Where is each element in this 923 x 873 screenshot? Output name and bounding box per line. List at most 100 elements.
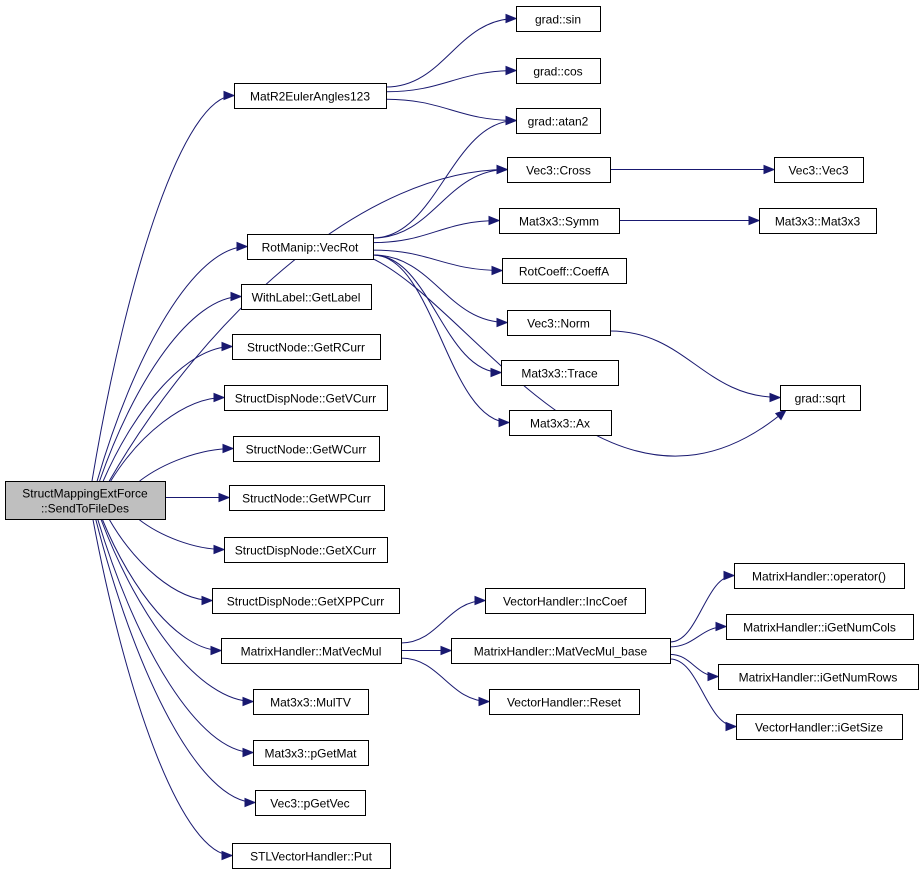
node-box [224,385,388,411]
node-getxcurr[interactable]: StructDispNode::GetXCurr [224,537,388,563]
node-getwcurr[interactable]: StructNode::GetWCurr [233,436,380,462]
edge-root-to-stlput [92,518,233,856]
node-box [507,157,611,183]
edge-mat2euler-to-gatan2 [385,98,517,121]
arrowhead-root-to-getwpcurr [218,492,231,503]
arrowhead-root-to-matvecmul [210,645,223,656]
node-box [253,689,369,715]
node-rotmanip[interactable]: RotManip::VecRot [247,234,374,260]
node-label: MatrixHandler::iGetNumRows [739,671,898,685]
node-box [516,6,601,32]
arrowhead-root-to-stlput [221,850,234,861]
arrowhead-matvecmul-to-matvecmulbase [440,645,453,656]
arrowhead-root-to-mat2euler [223,90,236,101]
node-vnorm[interactable]: Vec3::Norm [507,310,611,336]
edge-rotmanip-to-mtrace [372,254,502,373]
node-gatan2[interactable]: grad::atan2 [516,108,601,134]
node-label: WithLabel::GetLabel [252,291,361,305]
arrowhead-root-to-multv [242,696,255,707]
node-mtrace[interactable]: Mat3x3::Trace [501,360,619,386]
arrowhead-rotmanip-to-vnorm [496,317,509,328]
node-label: MatrixHandler::iGetNumCols [743,621,896,635]
edge-rotmanip-to-vcross [372,169,508,239]
node-gsin[interactable]: grad::sin [516,6,601,32]
node-msymm[interactable]: Mat3x3::Symm [499,208,620,234]
node-getrcurr[interactable]: StructNode::GetRCurr [232,334,381,360]
node-vcross[interactable]: Vec3::Cross [507,157,611,183]
node-pgetmat[interactable]: Mat3x3::pGetMat [253,740,369,766]
node-label: ::SendToFileDes [41,502,129,516]
edge-mat2euler-to-gcos [385,70,517,93]
edge-rotmanip-to-rotcoeff [372,249,503,271]
edge-matvecmulbase-to-mhoperator [669,575,735,643]
node-getvcurr[interactable]: StructDispNode::GetVCurr [224,385,388,411]
node-root[interactable]: StructMappingExtForce::SendToFileDes [5,481,166,520]
arrowhead-root-to-getwcurr [222,443,235,454]
node-vvec3[interactable]: Vec3::Vec3 [774,157,864,183]
arrowhead-mat2euler-to-gcos [505,65,518,76]
arrowhead-root-to-getvcurr [213,392,226,403]
node-box [253,740,369,766]
node-label: StructDispNode::GetXPPCurr [227,595,384,609]
arrowhead-msymm-to-mmat3x3 [748,215,761,226]
arrowhead-vnorm-to-gsqrt [769,392,782,403]
node-box [229,485,385,511]
arrowhead-matvecmulbase-to-getnumcols [715,621,728,632]
node-box [516,58,601,84]
node-box [507,310,611,336]
node-stlput[interactable]: STLVectorHandler::Put [232,843,391,869]
node-withlabel[interactable]: WithLabel::GetLabel [241,284,372,310]
edge-vnorm-to-gsqrt [609,330,781,398]
node-box [234,83,387,109]
node-box [241,284,372,310]
node-label: StructNode::GetWCurr [246,443,367,457]
edge-mat2euler-to-gsin [385,18,517,88]
node-box [485,588,646,614]
node-label: VectorHandler::iGetSize [755,721,883,735]
node-getwpcurr[interactable]: StructNode::GetWPCurr [229,485,385,511]
node-getnumcols[interactable]: MatrixHandler::iGetNumCols [726,614,914,640]
arrowhead-matvecmul-to-vhreset [478,696,491,707]
node-box [221,638,402,664]
node-getnumrows[interactable]: MatrixHandler::iGetNumRows [718,664,919,690]
node-label: Vec3::Norm [527,317,590,331]
node-label: Vec3::Vec3 [788,164,848,178]
node-inccoef[interactable]: VectorHandler::IncCoef [485,588,646,614]
node-getsize[interactable]: VectorHandler::iGetSize [736,714,903,740]
node-gcos[interactable]: grad::cos [516,58,601,84]
node-label: Mat3x3::Symm [519,215,599,229]
arrowhead-rotmanip-to-max [498,417,511,428]
node-label: Mat3x3::MulTV [270,696,351,710]
node-box [736,714,903,740]
node-rotcoeff[interactable]: RotCoeff::CoeffA [502,258,627,284]
node-label: MatrixHandler::MatVecMul_base [474,645,648,659]
node-matvecmulbase[interactable]: MatrixHandler::MatVecMul_base [451,638,671,664]
edge-root-to-mat2euler [91,95,235,482]
arrowhead-root-to-pgetmat [242,747,255,758]
arrowhead-rotmanip-to-gsqrt [774,409,788,421]
arrowhead-rotmanip-to-vcross [496,164,509,175]
node-box [774,157,864,183]
node-mmat3x3[interactable]: Mat3x3::Mat3x3 [759,208,877,234]
node-label: Vec3::pGetVec [270,797,349,811]
arrowhead-matvecmul-to-inccoef [474,595,487,606]
node-label: StructDispNode::GetVCurr [235,392,376,406]
node-matvecmul[interactable]: MatrixHandler::MatVecMul [221,638,402,664]
node-multv[interactable]: Mat3x3::MulTV [253,689,369,715]
node-mhoperator[interactable]: MatrixHandler::operator() [734,563,905,589]
node-label: grad::cos [533,65,582,79]
edge-root-to-vcross [108,169,508,482]
node-pgetvec[interactable]: Vec3::pGetVec [255,790,366,816]
node-label: RotCoeff::CoeffA [519,265,609,279]
arrowhead-root-to-getxcurr [213,544,226,555]
node-max[interactable]: Mat3x3::Ax [509,410,612,436]
node-box [499,208,620,234]
node-vhreset[interactable]: VectorHandler::Reset [489,689,640,715]
edge-root-to-multv [100,518,254,702]
edge-root-to-pgetvec [95,518,256,803]
node-gsqrt[interactable]: grad::sqrt [780,385,861,411]
node-getxppcurr[interactable]: StructDispNode::GetXPPCurr [212,588,400,614]
node-mat2euler[interactable]: MatR2EulerAngles123 [234,83,387,109]
node-label: MatrixHandler::operator() [752,570,886,584]
edge-rotmanip-to-gsqrt [368,256,787,457]
